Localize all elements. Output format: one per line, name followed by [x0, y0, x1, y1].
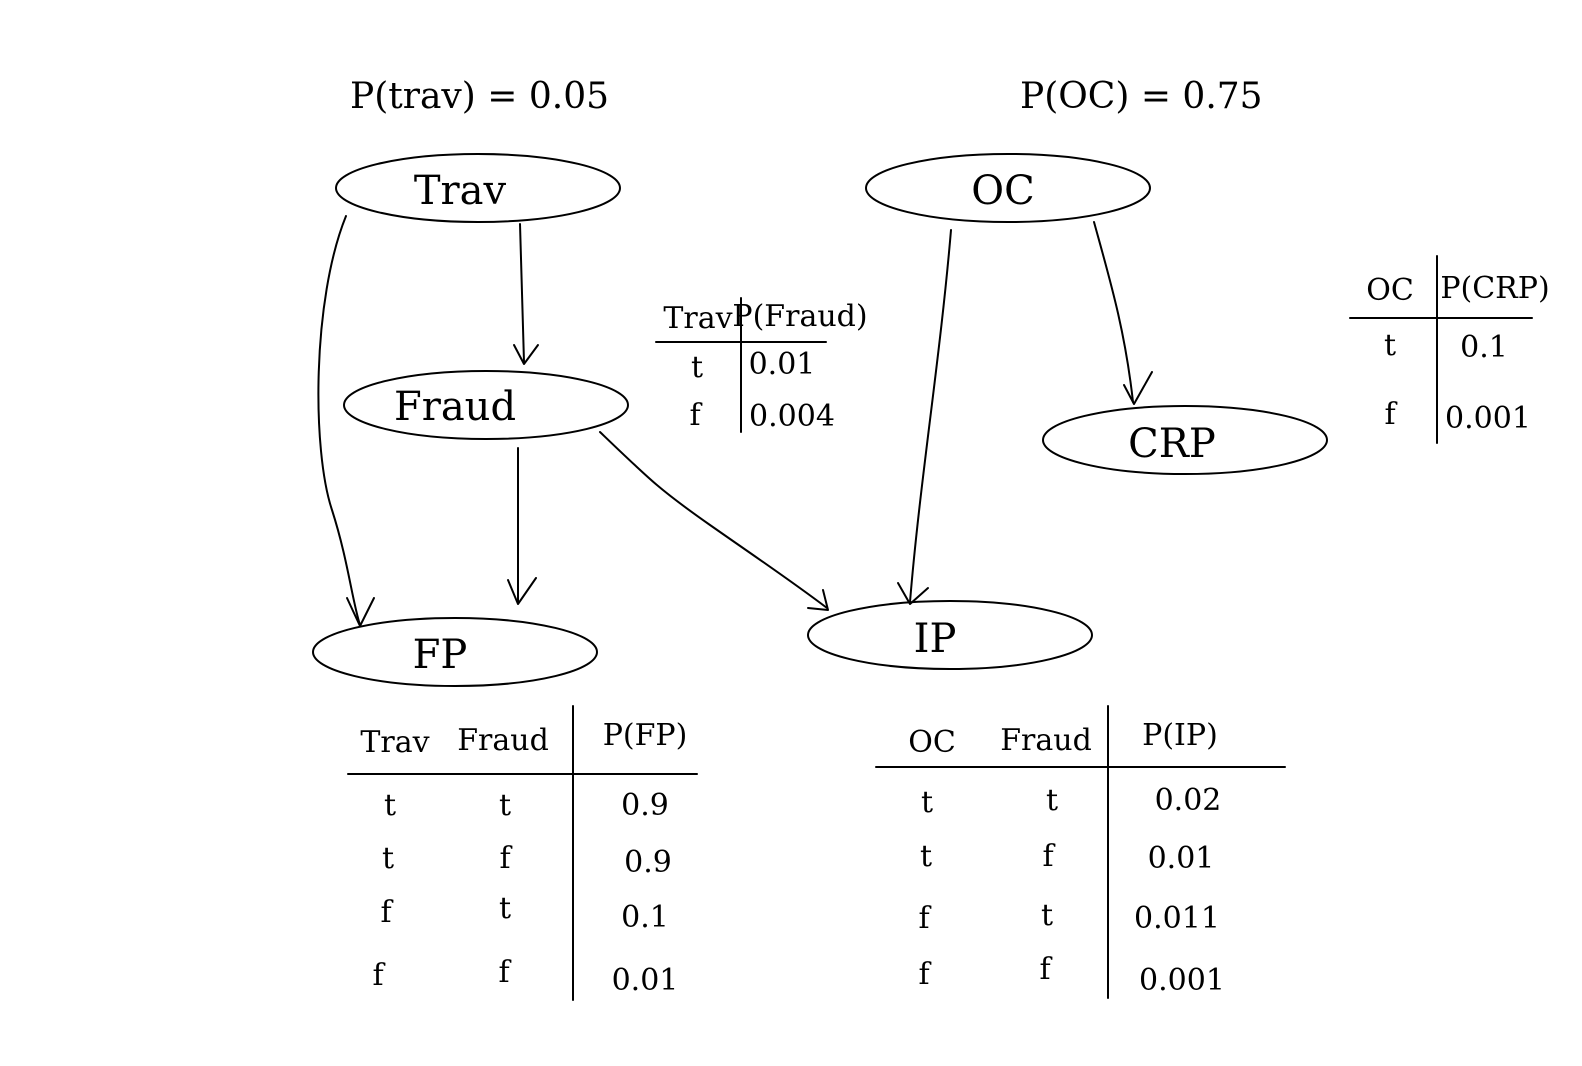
- table-crp-header-oc: OC: [1366, 273, 1414, 308]
- table-crp-cell: t: [1384, 328, 1396, 363]
- arrowhead-oc-ip: [897, 582, 929, 605]
- table-fp-cell: 0.01: [612, 963, 679, 998]
- table-fraud-header-p: P(Fraud): [732, 299, 867, 334]
- table-fp-cell: f: [372, 958, 385, 993]
- table-ip-cell: f: [1039, 952, 1052, 987]
- table-ip-cell: t: [1046, 783, 1058, 818]
- table-ip: OC Fraud P(IP) t t 0.02 t f 0.01 f t 0.0…: [875, 705, 1286, 999]
- table-fraud-cell: f: [689, 398, 702, 433]
- table-crp-cell: 0.1: [1460, 330, 1508, 365]
- prior-oc: P(OC) = 0.75: [1020, 76, 1263, 117]
- table-fraud-cell: 0.01: [749, 347, 816, 382]
- node-fraud-ellipse: [343, 370, 629, 440]
- arrowhead-fraud-fp: [507, 577, 537, 605]
- node-oc: OC: [865, 153, 1151, 223]
- edge-fraud-ip: [599, 431, 828, 609]
- node-fp-ellipse: [312, 617, 598, 687]
- table-crp: OC P(CRP) t 0.1 f 0.001: [1349, 255, 1550, 444]
- node-crp-ellipse: [1042, 405, 1328, 475]
- table-fp-header-fraud: Fraud: [457, 723, 549, 758]
- table-crp-cell: 0.001: [1445, 401, 1531, 436]
- node-fraud: Fraud: [343, 370, 629, 440]
- edge-trav-fp: [317, 215, 361, 626]
- arrowhead-oc-crp: [1123, 371, 1153, 405]
- table-ip-cell: t: [1041, 898, 1053, 933]
- node-ip-label: IP: [914, 616, 957, 662]
- table-fraud-cell: 0.004: [749, 399, 835, 434]
- node-crp: CRP: [1042, 405, 1328, 475]
- node-oc-ellipse: [865, 153, 1151, 223]
- table-ip-header-oc: OC: [908, 725, 956, 760]
- table-ip-header-fraud: Fraud: [1000, 723, 1092, 758]
- node-ip-ellipse: [807, 600, 1093, 670]
- table-fp-cell: t: [499, 891, 511, 926]
- table-fraud: Trav P(Fraud) t 0.01 f 0.004: [655, 297, 868, 434]
- table-ip-cell: f: [918, 901, 931, 936]
- table-fp-header-p: P(FP): [603, 718, 688, 753]
- node-fp: FP: [312, 617, 598, 687]
- table-ip-cell: t: [920, 839, 932, 874]
- node-crp-label: CRP: [1128, 421, 1216, 467]
- table-fp-cell: f: [380, 895, 393, 930]
- prior-trav: P(trav) = 0.05: [350, 76, 609, 117]
- node-fp-label: FP: [413, 632, 468, 678]
- node-trav: Trav: [335, 153, 621, 223]
- edge-oc-crp: [1093, 221, 1134, 403]
- table-fp-cell: f: [499, 841, 512, 876]
- arrowhead-trav-fp: [346, 597, 375, 627]
- table-crp-header-p: P(CRP): [1440, 271, 1549, 306]
- arrowhead-trav-fraud: [513, 344, 539, 365]
- edge-oc-ip: [909, 229, 952, 603]
- node-ip: IP: [807, 600, 1093, 670]
- table-fraud-header-trav: Trav: [663, 301, 732, 336]
- table-crp-cell: f: [1384, 397, 1397, 432]
- table-fp-cell: 0.9: [624, 845, 672, 880]
- table-fp-cell: t: [382, 841, 394, 876]
- node-oc-label: OC: [971, 168, 1034, 214]
- node-trav-ellipse: [335, 153, 621, 223]
- table-ip-cell: f: [1042, 839, 1055, 874]
- table-ip-header-p: P(IP): [1142, 718, 1218, 753]
- table-fp-cell: 0.1: [621, 900, 669, 935]
- arrowhead-fraud-ip: [807, 589, 829, 611]
- table-ip-cell: 0.01: [1148, 841, 1215, 876]
- table-ip-cell: 0.001: [1139, 963, 1225, 998]
- table-fraud-cell: t: [691, 350, 703, 385]
- table-fp-cell: 0.9: [621, 788, 669, 823]
- node-fraud-label: Fraud: [394, 384, 516, 430]
- table-ip-cell: t: [921, 785, 933, 820]
- table-fp-cell: t: [499, 788, 511, 823]
- table-fp-cell: t: [384, 788, 396, 823]
- edge-trav-fraud: [519, 223, 525, 363]
- table-fp-cell: f: [498, 955, 511, 990]
- table-fp-header-trav: Trav: [360, 725, 429, 760]
- table-ip-cell: f: [918, 957, 931, 992]
- table-ip-cell: 0.011: [1134, 901, 1220, 936]
- table-fp: Trav Fraud P(FP) t t 0.9 t f 0.9 f t 0.1…: [347, 705, 698, 1001]
- node-trav-label: Trav: [414, 168, 507, 214]
- table-ip-cell: 0.02: [1155, 783, 1222, 818]
